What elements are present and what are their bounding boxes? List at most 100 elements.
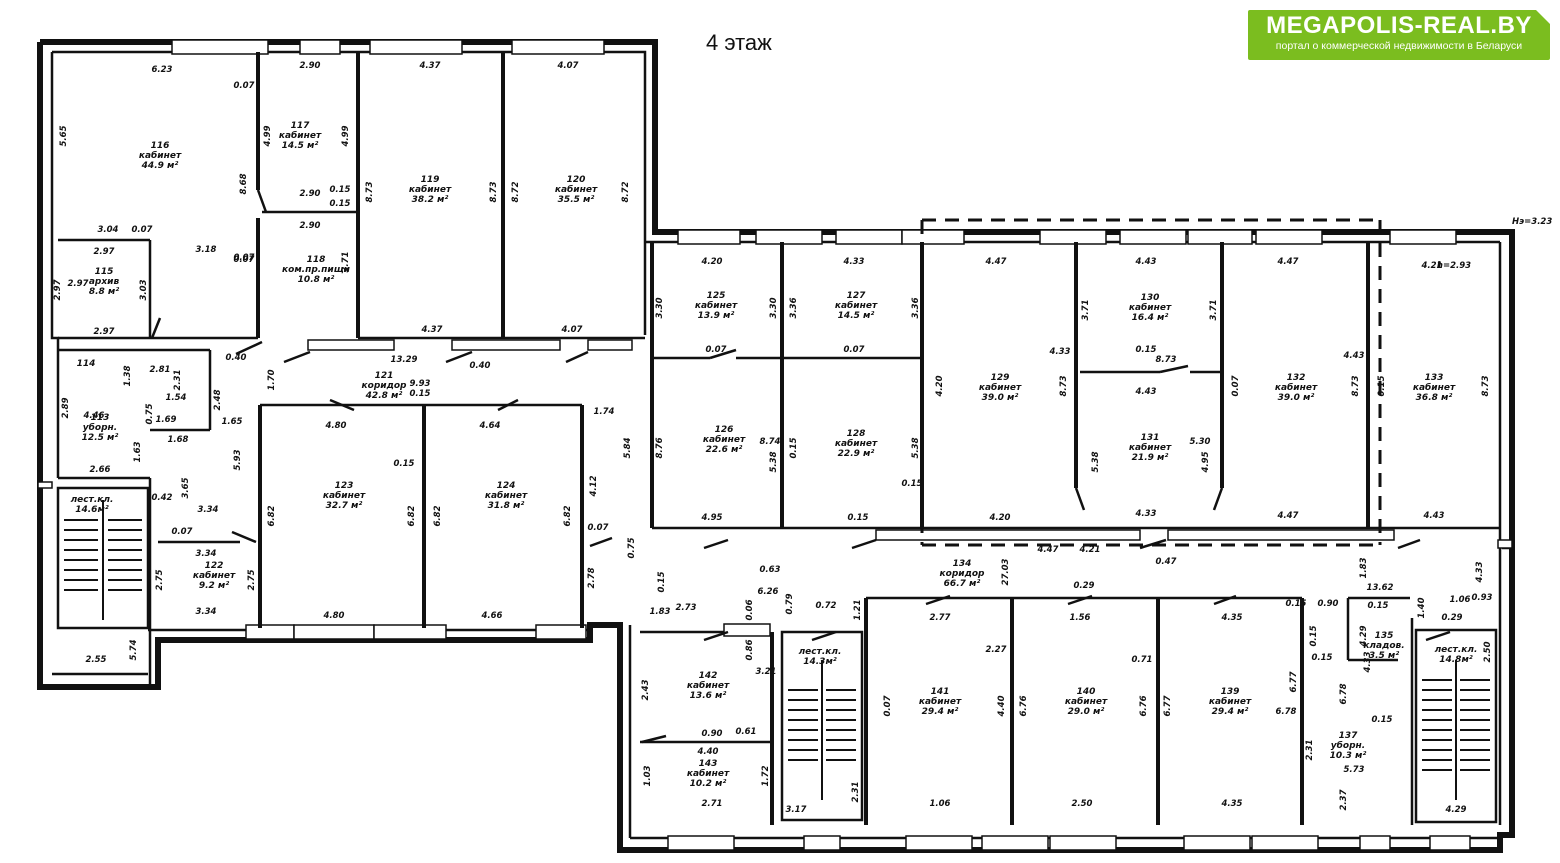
room-label-line: 119 [421, 175, 440, 185]
room-label-line: 12.5 м² [82, 433, 119, 443]
dimension-label: 4.47 [1037, 545, 1059, 555]
dimension-label: 0.47 [1156, 557, 1177, 567]
dimension-label: 3.71 [1209, 300, 1219, 321]
dimension-label: 6.78 [1276, 707, 1297, 717]
room-label-line: 142 [699, 671, 718, 681]
dimension-label: 4.20 [701, 257, 723, 267]
dimension-label: 5.74 [0, 0, 11, 3]
dimension-label: 5.93 [233, 449, 243, 470]
staircase-left [56, 486, 150, 630]
room-label-line: 139 [1221, 687, 1240, 697]
dimension-label: 8.73 [365, 181, 375, 202]
dimension-label: 4.40 [697, 747, 719, 757]
staircase-middle [780, 630, 864, 822]
dimension-label: 6.82 [563, 505, 573, 526]
dimension-label: 1.83 [1359, 557, 1369, 578]
dimension-label: 2.75 [247, 569, 257, 590]
room-label-line: 135 [1375, 631, 1394, 641]
room-label-line: коридор [940, 569, 985, 579]
dimension-label: 0.72 [816, 601, 837, 611]
dimension-label: 3.18 [196, 245, 217, 255]
dimension-label: 4.99 [263, 125, 273, 147]
dimension-label: 4.47 [1277, 257, 1299, 267]
dimension-label: 2.50 [1483, 641, 1493, 662]
room-label-line: 10.8 м² [298, 275, 335, 285]
room-label-line: кабинет [1275, 382, 1318, 393]
dimension-label: 3.71 [341, 252, 351, 273]
dimension-label: 4.95 [1201, 451, 1211, 473]
dimension-label: 3.30 [655, 297, 665, 318]
room-label-line: лест.кл. [799, 647, 842, 657]
dimension-label: 2.90 [300, 221, 321, 231]
dimension-label: 1.68 [168, 435, 189, 445]
room-label-line: 113 [91, 413, 110, 423]
dimension-label: 2.71 [702, 799, 723, 809]
room-label-line: кабинет [1413, 382, 1456, 393]
room-label-line: уборн. [1331, 740, 1365, 751]
dimension-label: 0.07 [1231, 375, 1241, 396]
room-label-line: 129 [991, 373, 1010, 383]
dimension-label: 0.07 [234, 253, 255, 263]
dimension-label: 4.66 [481, 611, 503, 621]
dimension-label: 0.15 [330, 185, 351, 195]
dimension-label: 0.15 [1377, 375, 1387, 396]
room-label-line: кабинет [919, 696, 962, 707]
interior-walls-left [58, 52, 645, 690]
dimension-label: 2.97 [94, 247, 115, 257]
dimension-label: 0.15 [902, 479, 923, 489]
dimension-label: 0.90 [702, 729, 723, 739]
dimension-label: 4.46 [83, 411, 105, 421]
dimension-label: 6.76 [1019, 695, 1029, 716]
dimension-label: 0.15 [394, 459, 415, 469]
room-label-line: кабинет [139, 150, 182, 161]
dimension-label: 0.75 [145, 403, 155, 424]
room-label-line: 14.5 м² [838, 311, 875, 321]
dimension-label: 3.21 [756, 667, 777, 677]
brand-logo[interactable]: MEGAPOLIS-REAL.BY портал о коммерческой … [1248, 10, 1550, 60]
interior-walls-right [650, 218, 1500, 547]
dimension-label: 4.29 [1445, 805, 1467, 815]
dimension-label: 27.03 [1001, 558, 1011, 585]
dimension-label: 3.71 [1081, 300, 1091, 321]
dimension-label: 0.07 [234, 255, 255, 265]
room-label-rstairR: лест.кл.14.8м² [1435, 645, 1478, 665]
dimension-label: 13.62 [1367, 583, 1394, 593]
dimension-label: 5.38 [1091, 451, 1101, 472]
dimension-label: 5.38 [911, 437, 921, 458]
room-label-line: 128 [847, 429, 866, 439]
dimension-label: 2.55 [86, 655, 107, 665]
dimension-label: 8.73 [1156, 355, 1177, 365]
dimension-label: 4.43 [1343, 351, 1365, 361]
door-swings [150, 189, 1451, 744]
dimension-label: 8.72 [621, 181, 631, 202]
dimension-label: 2.66 [90, 465, 111, 475]
dimension-label: 2.78 [587, 567, 597, 588]
dimension-label: 2.97 [53, 279, 63, 300]
brand-tagline: портал о коммерческой недвижимости в Бел… [1275, 40, 1523, 52]
dimension-label: 1.74 [594, 407, 615, 417]
dimension-label: 1.40 [1417, 597, 1427, 618]
dimension-label: 4.43 [1135, 257, 1157, 267]
dimension-label: 5.84 [623, 437, 633, 458]
dimension-label: 2.97 [68, 279, 89, 289]
dimension-label: 1.69 [156, 415, 177, 425]
dimension-label: 0.86 [745, 639, 755, 660]
room-label-line: 42.8 м² [365, 391, 403, 401]
room-label-line: уборн. [83, 422, 117, 433]
room-label-line: 120 [567, 175, 586, 185]
dimension-label: 3.30 [769, 297, 779, 318]
